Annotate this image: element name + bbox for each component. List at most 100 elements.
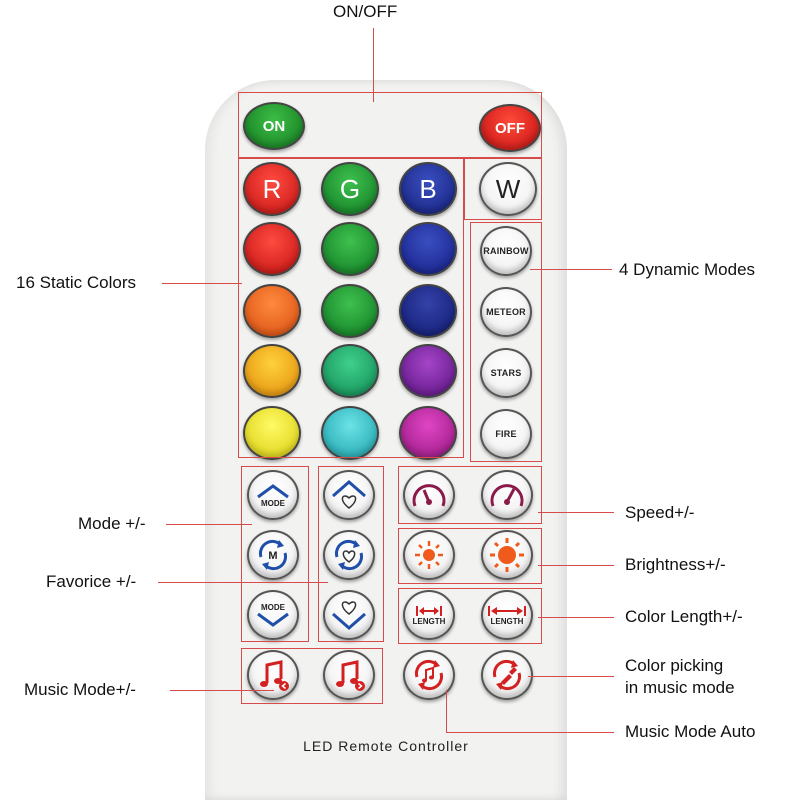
white-label: W xyxy=(495,173,521,204)
chevron-down-icon xyxy=(257,612,289,627)
color-button-magenta[interactable] xyxy=(399,406,457,460)
blue-button[interactable]: B xyxy=(399,162,457,216)
off-button[interactable]: OFF xyxy=(479,104,541,152)
stars-button[interactable]: STARS xyxy=(480,348,532,398)
mode-down-label: MODE xyxy=(261,602,285,612)
color-length-callout: Color Length+/- xyxy=(625,607,743,626)
dynamic-modes-leader xyxy=(530,269,612,270)
cycle-icon: M xyxy=(258,539,288,571)
brightness-box xyxy=(398,528,542,584)
red-button[interactable]: R xyxy=(243,162,301,216)
on-off-callout: ON/OFF xyxy=(333,2,398,21)
color-button-sea-green[interactable] xyxy=(321,344,379,398)
speedometer-icon xyxy=(412,484,446,507)
mode-leader xyxy=(166,524,252,525)
color-button-navy[interactable] xyxy=(399,284,457,338)
color-button-green[interactable] xyxy=(321,222,379,276)
on-off-leader xyxy=(373,28,374,102)
favorite-cycle-button[interactable] xyxy=(323,530,375,580)
blue-label: B xyxy=(419,173,437,204)
sun-large-icon xyxy=(490,538,524,572)
color-button-cyan[interactable] xyxy=(321,406,379,460)
heart-cycle-icon xyxy=(334,539,364,571)
static-colors-callout: 16 Static Colors xyxy=(16,273,136,292)
color-button-yellow[interactable] xyxy=(243,406,301,460)
mode-down-button[interactable]: MODE xyxy=(247,590,299,640)
white-button[interactable]: W xyxy=(479,162,537,216)
length-down-label: LENGTH xyxy=(412,616,446,626)
color-button-green-2[interactable] xyxy=(321,284,379,338)
meteor-button[interactable]: METEOR xyxy=(480,287,532,337)
fire-label: FIRE xyxy=(495,429,517,439)
brightness-leader xyxy=(538,565,614,566)
music-auto-leader-horizontal xyxy=(446,732,614,733)
color-button-red[interactable] xyxy=(243,222,301,276)
on-button[interactable]: ON xyxy=(243,102,305,150)
static-colors-leader xyxy=(162,283,242,284)
on-off-box xyxy=(238,92,542,158)
music-note-prev-icon xyxy=(260,660,289,691)
color-length-box xyxy=(398,588,542,644)
brand-label: LED Remote Controller xyxy=(303,738,469,754)
fire-button[interactable]: FIRE xyxy=(480,409,532,459)
chevron-up-icon xyxy=(257,483,289,498)
favorite-up-button[interactable] xyxy=(323,470,375,520)
brightness-callout: Brightness+/- xyxy=(625,555,726,574)
color-picking-leader xyxy=(528,676,614,677)
off-label: OFF xyxy=(495,119,525,137)
length-up-button[interactable]: LENGTH xyxy=(481,590,533,640)
music-cycle-icon xyxy=(414,659,444,691)
music-mode-box xyxy=(241,648,383,704)
color-button-purple[interactable] xyxy=(399,344,457,398)
rainbow-button[interactable]: RAINBOW xyxy=(480,226,532,276)
red-label: R xyxy=(262,173,282,204)
mode-m-label: M xyxy=(268,550,277,562)
music-auto-leader-vertical xyxy=(446,690,447,732)
mode-m-button[interactable]: M xyxy=(247,530,299,580)
rainbow-label: RAINBOW xyxy=(483,246,529,256)
favorite-down-button[interactable] xyxy=(323,590,375,640)
color-pick-button[interactable] xyxy=(481,650,533,700)
color-button-orange[interactable] xyxy=(243,284,301,338)
music-mode-callout: Music Mode+/- xyxy=(24,680,136,699)
length-long-icon xyxy=(488,605,526,616)
dynamic-modes-box xyxy=(470,222,542,462)
brightness-up-button[interactable] xyxy=(481,530,533,580)
white-box xyxy=(464,158,542,220)
color-button-amber[interactable] xyxy=(243,344,301,398)
static-colors-box xyxy=(238,158,464,458)
green-label: G xyxy=(339,173,361,204)
length-up-label: LENGTH xyxy=(490,616,524,626)
music-auto-callout: Music Mode Auto xyxy=(625,722,756,741)
stars-label: STARS xyxy=(490,368,522,378)
music-mode-leader xyxy=(170,690,274,691)
speed-leader xyxy=(538,512,614,513)
length-down-button[interactable]: LENGTH xyxy=(403,590,455,640)
remote-body: ON OFF R G B W RAINBOW METEOR STARS FIRE… xyxy=(205,80,567,800)
music-note-next-icon xyxy=(336,660,365,691)
music-auto-button[interactable] xyxy=(403,650,455,700)
mode-up-button[interactable]: MODE xyxy=(247,470,299,520)
green-button[interactable]: G xyxy=(321,162,379,216)
mode-callout: Mode +/- xyxy=(78,514,146,533)
favorite-callout: Favorice +/- xyxy=(46,572,137,591)
music-mode-up-button[interactable] xyxy=(323,650,375,700)
length-short-icon xyxy=(416,605,442,616)
favorite-box xyxy=(318,466,384,642)
color-picker-icon xyxy=(492,659,522,691)
meteor-label: METEOR xyxy=(486,307,526,317)
mode-box xyxy=(241,466,309,642)
color-length-leader xyxy=(538,617,614,618)
music-mode-down-button[interactable] xyxy=(247,650,299,700)
speed-up-button[interactable] xyxy=(481,470,533,520)
color-button-blue[interactable] xyxy=(399,222,457,276)
heart-up-icon xyxy=(332,480,366,509)
speed-down-button[interactable] xyxy=(403,470,455,520)
sun-small-icon xyxy=(415,541,443,569)
dynamic-modes-callout: 4 Dynamic Modes xyxy=(619,260,756,279)
mode-up-label: MODE xyxy=(261,498,285,508)
speed-box xyxy=(398,466,542,524)
favorite-leader xyxy=(158,582,328,583)
speed-callout: Speed+/- xyxy=(625,503,695,522)
brightness-down-button[interactable] xyxy=(403,530,455,580)
